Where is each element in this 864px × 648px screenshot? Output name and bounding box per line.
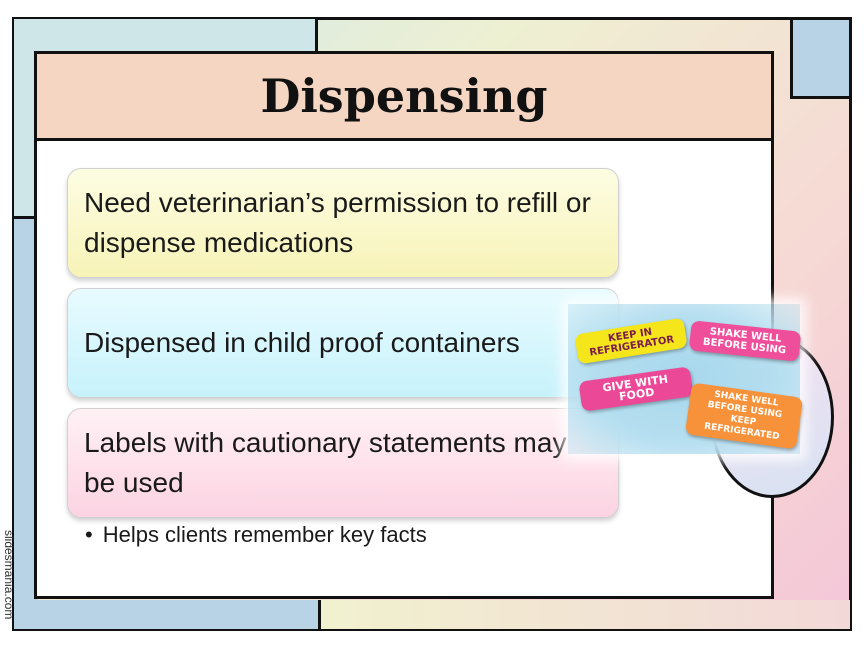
sub-bullet: • Helps clients remember key facts [85, 522, 427, 548]
point-card-containers: Dispensed in child proof containers [67, 288, 619, 398]
label-shake-well: SHAKE WELL BEFORE USING [688, 320, 802, 362]
point-card-labels: Labels with cautionary statements may be… [67, 408, 619, 518]
title-bar: Dispensing [37, 54, 771, 141]
point-card-permission: Need veterinarian’s permission to refill… [67, 168, 619, 278]
label-give-with-food: GIVE WITH FOOD [578, 366, 694, 412]
label-keep-in-refrigerator: KEEP IN REFRIGERATOR [574, 317, 688, 365]
decor-corner-square [790, 17, 852, 99]
point-text: Dispensed in child proof containers [84, 327, 520, 358]
watermark-text: slidesmania.com [2, 530, 16, 620]
label-shake-keep-refrigerated: SHAKE WELL BEFORE USING KEEP REFRIGERATE… [684, 382, 804, 450]
point-text: Labels with cautionary statements may be… [84, 427, 567, 498]
bullet-text: Helps clients remember key facts [102, 522, 427, 547]
point-text: Need veterinarian’s permission to refill… [84, 187, 591, 258]
decor-band-bottom-right [318, 600, 850, 629]
slide-title: Dispensing [260, 69, 548, 123]
bullet-dot-icon: • [85, 522, 93, 547]
cautionary-labels-image: KEEP IN REFRIGERATOR SHAKE WELL BEFORE U… [568, 304, 804, 454]
decor-band-bottom-left [14, 600, 318, 629]
